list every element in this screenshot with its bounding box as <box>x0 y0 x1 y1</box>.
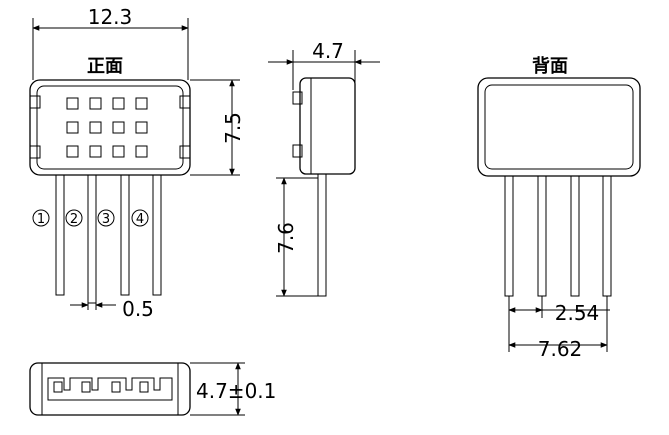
front-body-inner <box>36 85 184 170</box>
back-body-inner <box>484 84 634 170</box>
back-pins <box>504 175 612 297</box>
pin-label-1: 1 <box>37 212 45 227</box>
side-clips <box>292 91 303 158</box>
bottom-view: 4.7±0.1 <box>29 362 276 416</box>
bottom-body <box>29 362 191 416</box>
front-vent-grid <box>66 97 148 158</box>
front-height-dimension: 7.5 <box>190 79 245 176</box>
back-span-label: 7.62 <box>538 337 583 361</box>
back-span-dimension: 7.62 <box>508 296 608 361</box>
bottom-connector-slot <box>47 377 173 401</box>
side-pin <box>317 173 327 297</box>
side-body <box>299 77 356 175</box>
side-pin-length-label: 7.6 <box>274 222 298 254</box>
bottom-thickness-dimension: 4.7±0.1 <box>190 362 276 416</box>
front-height-label: 7.5 <box>221 112 245 144</box>
pin-label-3: 3 <box>102 212 110 227</box>
front-pin-gap-dimension: 0.5 <box>70 295 154 321</box>
front-width-dimension: 12.3 <box>32 5 189 80</box>
front-view: 12.3 正面 <box>29 5 245 321</box>
pin-label-2: 2 <box>70 212 78 227</box>
front-view-title: 正面 <box>87 56 123 77</box>
back-pitch-dimension: 2.54 <box>508 296 610 325</box>
front-pins <box>55 174 162 304</box>
pin-numbers: 1 2 3 4 <box>32 209 149 227</box>
bottom-thickness-label: 4.7±0.1 <box>196 379 276 403</box>
front-body-outer <box>29 79 191 176</box>
side-pin-length-dimension: 7.6 <box>274 177 326 297</box>
back-body-outer <box>477 77 641 177</box>
pin-label-4: 4 <box>136 212 144 227</box>
side-view: 4.7 7.6 <box>268 39 380 297</box>
side-depth-label: 4.7 <box>312 39 344 63</box>
front-side-clips <box>29 95 191 159</box>
back-view-title: 背面 <box>532 55 568 77</box>
front-pin-gap-label: 0.5 <box>122 297 154 321</box>
side-depth-dimension: 4.7 <box>268 39 380 90</box>
back-view: 背面 2.54 7.62 <box>477 55 641 361</box>
back-pitch-label: 2.54 <box>555 301 600 325</box>
front-width-label: 12.3 <box>88 5 133 29</box>
